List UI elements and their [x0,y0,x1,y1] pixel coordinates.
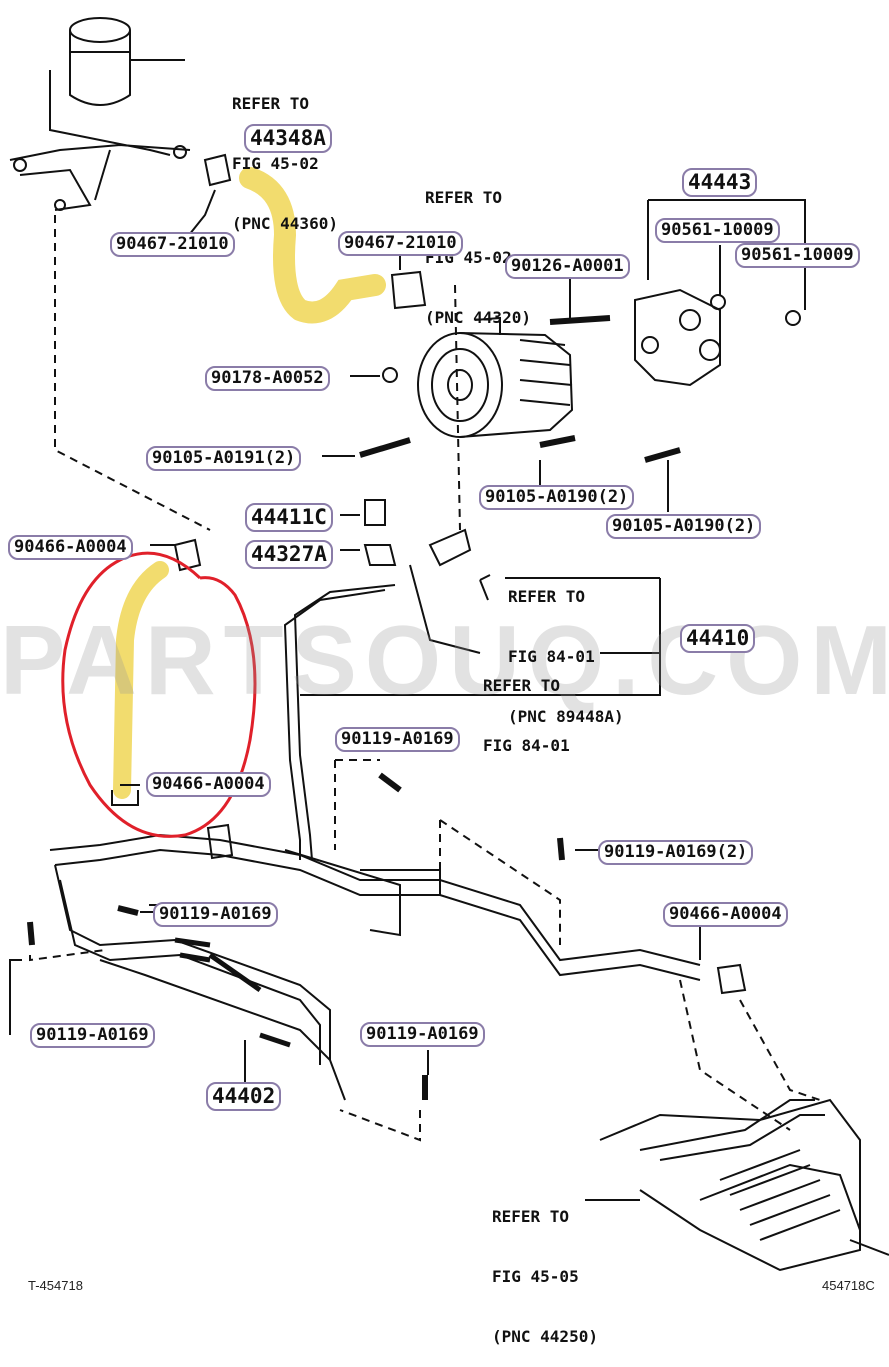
part-90466-a0004-top[interactable]: 90466-A0004 [8,535,133,560]
note-line: REFER TO [483,676,561,695]
part-90178-a0052[interactable]: 90178-A0052 [205,366,330,391]
part-90466-a0004-right[interactable]: 90466-A0004 [663,902,788,927]
part-90467-21010-right[interactable]: 90467-21010 [338,231,463,256]
hose-44348a-highlight [239,167,386,324]
part-90126-a0001[interactable]: 90126-A0001 [505,254,630,279]
clamp-90466-b [206,823,234,860]
line-upper [49,833,701,966]
part-90119-a0169-e[interactable]: 90119-A0169 [360,1022,485,1047]
part-90105-a0190-upper[interactable]: 90105-A0190(2) [479,485,635,510]
note-fig-44360: REFER TO FIG 45-02 (PNC 44360) [232,54,338,254]
sensor-drawing [428,528,472,567]
note-line: FIG 84-01 [508,647,595,666]
clamp-drawing [203,153,232,187]
steering-rack-drawing [599,1098,889,1272]
stud-90126 [549,315,611,325]
part-90561-10009-right[interactable]: 90561-10009 [735,243,860,268]
note-fig-44250: REFER TO FIG 45-05 (PNC 44250) [492,1167,598,1367]
hose-return-highlight [113,561,169,799]
note-line: FIG 84-01 [483,736,570,755]
red-circle-markup [61,551,257,838]
pump-drawing [417,284,574,531]
gasket-44327a [363,544,397,566]
note-line: (PNC 44320) [425,308,531,327]
parts-diagram [9,17,889,1272]
clamp-90466-c [716,963,747,995]
note-fig-84-01: REFER TO FIG 84-01 [483,636,570,776]
nut-90561-b [785,310,801,326]
note-line: (PNC 89448A) [508,707,624,726]
note-line: FIG 45-05 [492,1267,579,1286]
note-line: (PNC 44360) [232,214,338,233]
dash-reservoir [54,215,211,531]
note-line: REFER TO [232,94,310,113]
hose-end-fitting [111,790,139,806]
union-bolt-44411c [364,499,386,526]
part-90466-a0004-mid[interactable]: 90466-A0004 [146,772,271,797]
note-line: REFER TO [508,587,586,606]
part-90119-a0169-c[interactable]: 90119-A0169 [153,902,278,927]
bolt-90105-191 [359,437,411,458]
bolt-90119-b [557,837,565,861]
reservoir-drawing [9,17,191,211]
bolt-90105-190b [644,447,681,463]
part-90105-a0190-lower[interactable]: 90105-A0190(2) [606,514,762,539]
bolt-90119-d [27,921,35,946]
note-line: FIG 45-02 [232,154,319,173]
part-90467-21010-left[interactable]: 90467-21010 [110,232,235,257]
bracket-drawing [634,288,721,387]
nut-90178 [382,367,398,383]
pressure-line [283,589,386,860]
note-line: REFER TO [492,1207,570,1226]
note-line: REFER TO [425,188,503,207]
part-90119-a0169-2[interactable]: 90119-A0169(2) [598,840,754,865]
note-fig-89448a: REFER TO FIG 84-01 (PNC 89448A) [508,547,624,747]
diagram-id-right: 454718C [822,1278,875,1293]
note-line: (PNC 44250) [492,1327,598,1346]
part-44411c[interactable]: 44411C [245,503,333,532]
bolt-90119-c [117,905,139,916]
bolt-90119-a [378,772,402,793]
part-90119-a0169-d[interactable]: 90119-A0169 [30,1023,155,1048]
part-44348a[interactable]: 44348A [244,124,332,153]
part-90105-a0191[interactable]: 90105-A0191(2) [146,446,302,471]
diagram-id-left: T-454718 [28,1278,83,1293]
part-44410[interactable]: 44410 [680,624,756,653]
clamp-90466-a [173,538,202,572]
part-90119-a0169-a[interactable]: 90119-A0169 [335,727,460,752]
part-90561-10009-left[interactable]: 90561-10009 [655,218,780,243]
part-44402[interactable]: 44402 [206,1082,282,1111]
nut-90561-a [710,294,726,310]
part-44443[interactable]: 44443 [682,168,758,197]
part-44327a[interactable]: 44327A [245,540,333,569]
clamp-2-drawing [390,270,427,310]
bolt-90105-190a [539,435,576,448]
